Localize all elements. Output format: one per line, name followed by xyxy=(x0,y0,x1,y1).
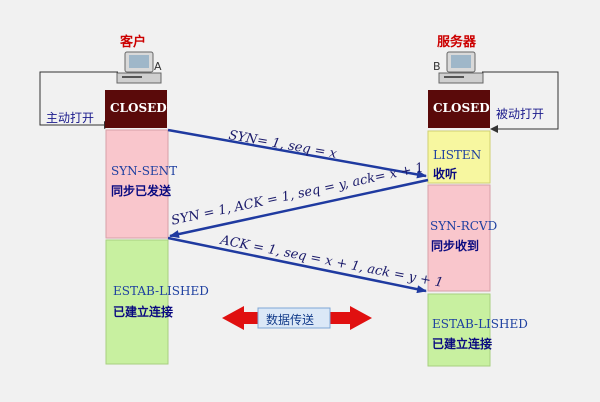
server-syn-rcvd-box xyxy=(427,184,491,292)
client-syn-sent-label: SYN-SENT xyxy=(111,164,178,178)
syn-ack-arrow xyxy=(169,178,429,238)
server-syn-rcvd-cn-label: 同步收到 xyxy=(431,239,480,253)
server-established-cn-label: 已建立连接 xyxy=(432,337,493,351)
server-title: 服务器 xyxy=(437,35,477,50)
client-closed-label: CLOSED xyxy=(110,101,167,115)
server-host-letter: B xyxy=(433,60,441,73)
server-computer-icon xyxy=(438,51,484,84)
server-passive-open-label: 被动打开 xyxy=(496,107,545,121)
client-established-label: ESTAB-LISHED xyxy=(113,284,209,298)
client-host-letter: A xyxy=(154,60,162,73)
ack-arrow xyxy=(167,236,427,294)
client-syn-sent-cn-label: 同步已发送 xyxy=(111,184,172,198)
server-listen-label: LISTEN xyxy=(433,148,482,162)
data-transfer-label: 数据传送 xyxy=(266,313,315,327)
server-syn-rcvd-label: SYN-RCVD xyxy=(430,219,498,233)
server-passive-open-line xyxy=(482,71,559,130)
server-listen-cn-label: 收听 xyxy=(433,167,458,181)
client-closed-box xyxy=(105,90,167,128)
server-closed-label: CLOSED xyxy=(433,101,490,115)
client-active-open-line xyxy=(39,71,118,126)
client-title: 客户 xyxy=(120,35,147,50)
syn-arrow xyxy=(167,128,427,179)
server-closed-box xyxy=(428,90,490,128)
server-listen-box xyxy=(427,130,491,184)
server-passive-open-arrowhead xyxy=(490,125,498,133)
client-syn-sent-box xyxy=(105,129,169,239)
client-established-cn-label: 已建立连接 xyxy=(113,305,174,319)
client-established-box xyxy=(105,239,169,365)
client-computer-icon xyxy=(116,51,162,84)
client-active-open-label: 主动打开 xyxy=(46,111,95,125)
server-established-box xyxy=(427,293,491,367)
server-established-label: ESTAB-LISHED xyxy=(432,317,528,331)
data-transfer-label-box xyxy=(257,307,331,329)
